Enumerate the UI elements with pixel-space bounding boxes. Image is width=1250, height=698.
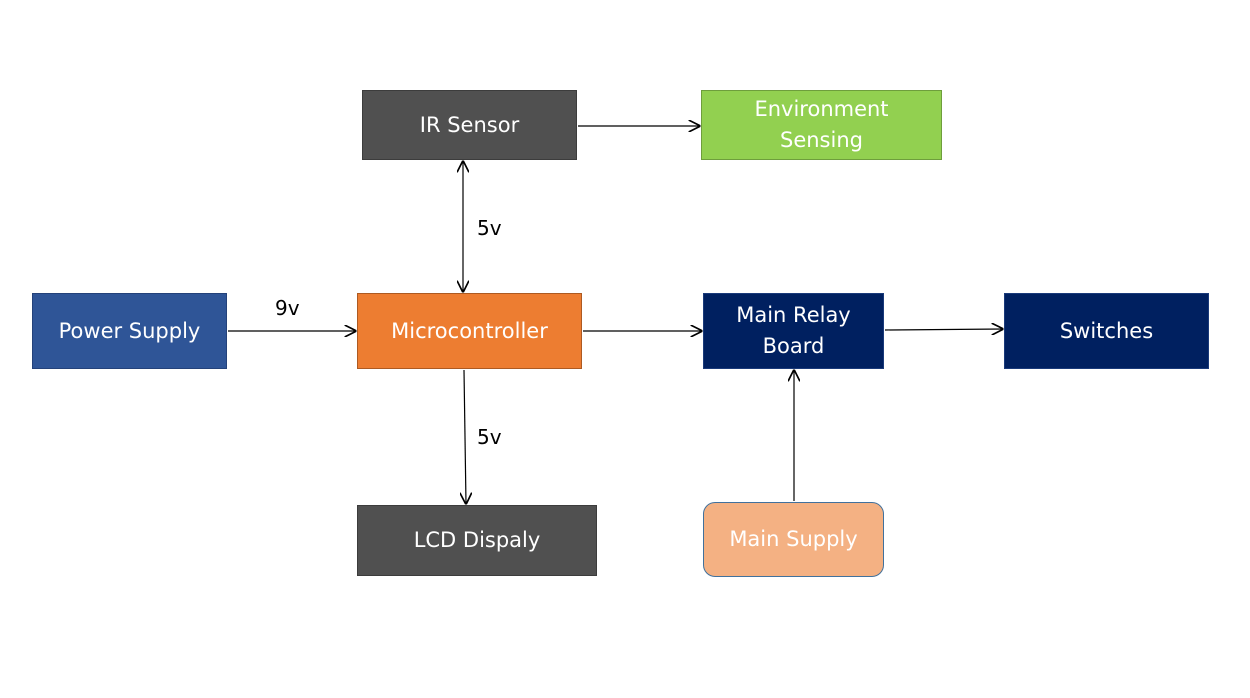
main-supply-label: Main Supply (729, 527, 858, 551)
main-supply-box: Main Supply (703, 502, 884, 577)
edge-relay-to-switches (884, 329, 1003, 330)
microcontroller-box: Microcontroller (357, 293, 582, 369)
edge-label-5v-ir: 5v (477, 216, 502, 240)
edge-label-5v-lcd: 5v (477, 425, 502, 449)
power-supply-box: Power Supply (32, 293, 227, 369)
edge-micro-to-lcd (464, 369, 466, 504)
microcontroller-label: Microcontroller (391, 318, 548, 343)
edge-label-9v: 9v (275, 296, 300, 320)
ir-sensor-box: IR Sensor (362, 90, 577, 160)
main-relay-board-box: Main Relay Board (703, 293, 884, 369)
switches-box: Switches (1004, 293, 1209, 369)
ir-sensor-label: IR Sensor (419, 112, 520, 137)
environment-sensing-label: Environment Sensing (754, 97, 889, 152)
power-supply-label: Power Supply (58, 318, 201, 343)
switches-label: Switches (1059, 318, 1154, 343)
lcd-display-box: LCD Dispaly (357, 505, 597, 576)
lcd-display-label: LCD Dispaly (413, 528, 541, 552)
main-relay-board-label: Main Relay Board (736, 303, 851, 358)
environment-sensing-box: Environment Sensing (701, 90, 942, 160)
